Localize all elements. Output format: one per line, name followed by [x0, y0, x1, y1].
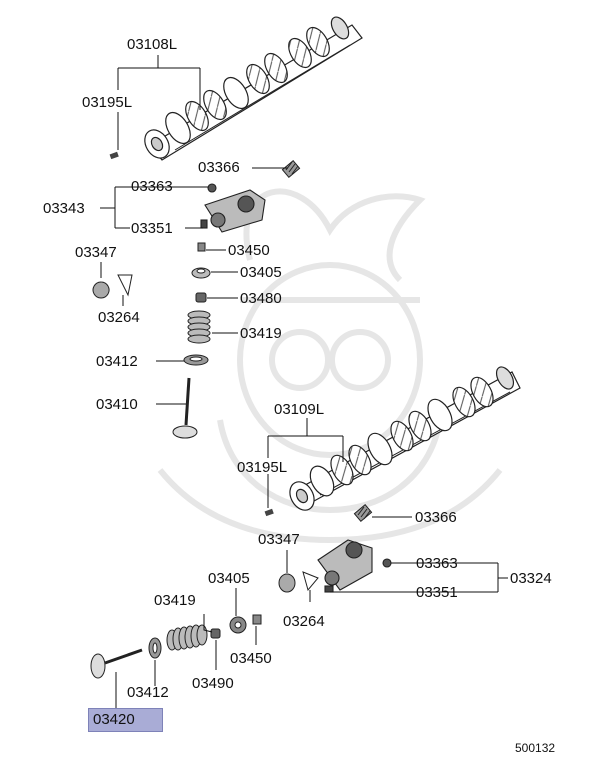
- adjuster-lower: [353, 503, 373, 523]
- watermark-emblem: [157, 188, 503, 544]
- label-upper-seat: 03412: [96, 353, 138, 370]
- rocker-arm-upper: [200, 183, 266, 233]
- diagram-ref-number: 500132: [515, 741, 555, 755]
- label-upper-stem-seal: 03480: [240, 290, 282, 307]
- label-upper-nut: 03363: [131, 178, 173, 195]
- label-lower-seal: 03347: [258, 531, 300, 548]
- label-upper-camshaft: 03108L: [127, 36, 178, 53]
- label-lower-seat: 03412: [127, 684, 169, 701]
- label-upper-seal: 03347: [75, 244, 117, 261]
- label-lower-valve: 03420: [93, 711, 135, 728]
- valve-train-lower: [90, 571, 319, 679]
- label-upper-valve: 03410: [96, 396, 138, 413]
- key-upper: [109, 151, 119, 160]
- label-lower-gasket: 03264: [283, 613, 325, 630]
- key-lower: [264, 508, 274, 517]
- label-lower-key: 03195L: [237, 459, 288, 476]
- camshaft-upper: [144, 16, 363, 161]
- highlighted-part-number[interactable]: 03420: [88, 708, 163, 732]
- label-lower-adjuster: 03366: [415, 509, 457, 526]
- label-upper-retainer: 03405: [240, 264, 282, 281]
- adjuster-upper: [281, 159, 301, 179]
- label-lower-screw: 03351: [416, 584, 458, 601]
- label-upper-rocker-assy: 03343: [43, 200, 85, 217]
- label-upper-gasket: 03264: [98, 309, 140, 326]
- label-lower-stem-seal: 03490: [192, 675, 234, 692]
- camshaft-lower: [289, 366, 521, 511]
- valve-train-upper: [92, 242, 211, 439]
- rocker-arm-lower: [317, 539, 392, 593]
- label-lower-rocker-assy: 03324: [510, 570, 552, 587]
- label-upper-spring: 03419: [240, 325, 282, 342]
- label-lower-camshaft: 03109L: [274, 401, 325, 418]
- label-lower-spring: 03419: [154, 592, 196, 609]
- label-upper-screw: 03351: [131, 220, 173, 237]
- label-lower-retainer: 03405: [208, 570, 250, 587]
- label-upper-cotter: 03450: [228, 242, 270, 259]
- label-upper-adjuster: 03366: [198, 159, 240, 176]
- label-lower-cotter: 03450: [230, 650, 272, 667]
- leader-lines: [100, 55, 508, 708]
- label-upper-key: 03195L: [82, 94, 133, 111]
- label-lower-nut: 03363: [416, 555, 458, 572]
